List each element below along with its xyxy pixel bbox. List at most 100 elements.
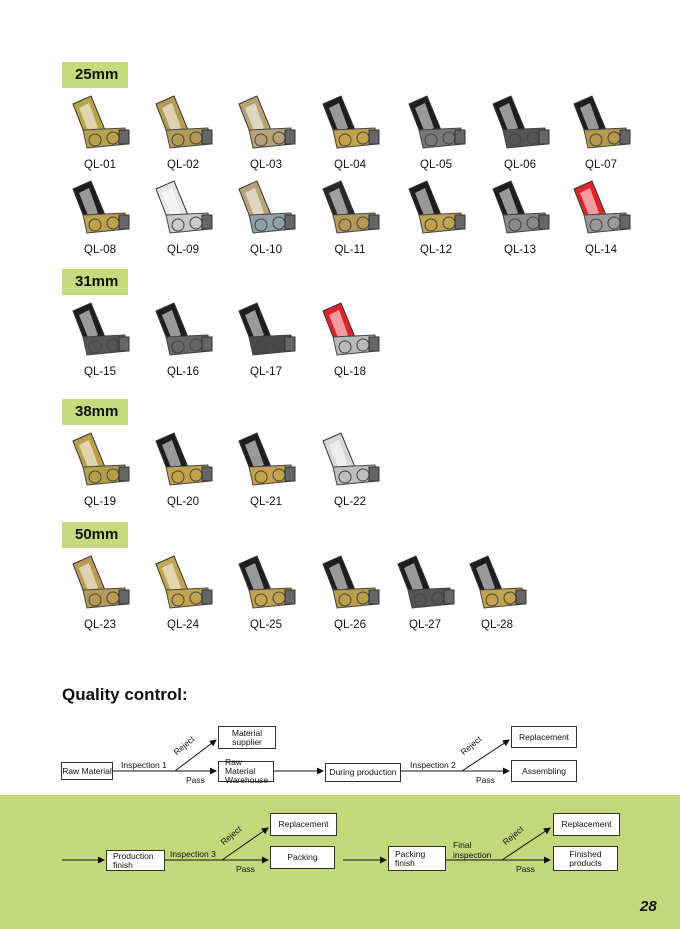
product-ql-25: QL-25 [225,550,307,642]
product-ql-10: QL-10 [225,175,307,267]
ratchet-buckle-image [238,302,296,356]
box-replacement-row2-final: Replacement [553,813,620,836]
product-ql-23: QL-23 [59,550,141,642]
page-number: 28 [640,898,657,915]
arrow-reject-replacement-4 [501,827,551,861]
product-ql-11: QL-11 [309,175,391,267]
box-material-supplier: Material supplier [218,726,276,749]
label-final-inspection: Final inspection [453,840,492,860]
arrow-reject-supplier [174,739,217,772]
arrow-reject-replacement-3 [221,827,269,861]
product-ql-03: QL-03 [225,90,307,182]
product-ql-28: QL-28 [456,550,538,642]
product-ql-20: QL-20 [142,427,224,519]
product-code-label: QL-10 [250,244,282,256]
section-tag-31mm: 31mm [62,269,128,295]
product-ql-01: QL-01 [59,90,141,182]
label-inspection-1: Inspection 1 [121,760,167,770]
ratchet-buckle-image [72,302,130,356]
ratchet-buckle-image [155,180,213,234]
product-code-label: QL-28 [481,619,513,631]
ratchet-buckle-image [72,180,130,234]
ratchet-buckle-image [72,555,130,609]
product-code-label: QL-08 [84,244,116,256]
product-code-label: QL-03 [250,159,282,171]
product-code-label: QL-01 [84,159,116,171]
box-replacement: Replacement [511,726,577,748]
label-pass-2: Pass [476,775,495,785]
product-code-label: QL-02 [167,159,199,171]
product-code-label: QL-18 [334,366,366,378]
product-ql-17: QL-17 [225,297,307,389]
section-tag-25mm: 25mm [62,62,128,88]
label-pass-4: Pass [516,864,535,874]
ratchet-buckle-image [322,555,380,609]
product-code-label: QL-11 [334,244,366,256]
ratchet-buckle-image [322,302,380,356]
product-code-label: QL-09 [167,244,199,256]
product-code-label: QL-22 [334,496,366,508]
product-code-label: QL-27 [409,619,441,631]
box-raw-material-warehouse: Raw Material Warehouse [218,758,274,785]
product-code-label: QL-05 [420,159,452,171]
ratchet-buckle-image [155,95,213,149]
product-ql-08: QL-08 [59,175,141,267]
product-ql-12: QL-12 [395,175,477,267]
product-ql-16: QL-16 [142,297,224,389]
product-code-label: QL-13 [504,244,536,256]
label-inspection-2: Inspection 2 [410,760,456,770]
product-ql-18: QL-18 [309,297,391,389]
box-finished-products: Finished products [553,846,618,871]
product-code-label: QL-06 [504,159,536,171]
ratchet-buckle-image [72,432,130,486]
ratchet-buckle-image [155,432,213,486]
product-ql-24: QL-24 [142,550,224,642]
ratchet-buckle-image [397,555,455,609]
product-code-label: QL-26 [334,619,366,631]
label-pass-3: Pass [236,864,255,874]
product-ql-09: QL-09 [142,175,224,267]
box-replacement-row2: Replacement [270,813,337,836]
label-pass-1: Pass [186,775,205,785]
ratchet-buckle-image [408,180,466,234]
ratchet-buckle-image [469,555,527,609]
section-tag-50mm: 50mm [62,522,128,548]
box-raw-material: Raw Material [61,762,113,780]
product-code-label: QL-23 [84,619,116,631]
ratchet-buckle-image [492,180,550,234]
product-code-label: QL-20 [167,496,199,508]
product-code-label: QL-04 [334,159,366,171]
ratchet-buckle-image [322,95,380,149]
product-ql-15: QL-15 [59,297,141,389]
product-ql-22: QL-22 [309,427,391,519]
product-code-label: QL-21 [250,496,282,508]
box-during-production: During production [325,763,401,782]
product-ql-19: QL-19 [59,427,141,519]
product-ql-04: QL-04 [309,90,391,182]
product-ql-06: QL-06 [479,90,561,182]
ratchet-buckle-image [238,555,296,609]
ratchet-buckle-image [155,302,213,356]
box-packing: Packing [270,846,335,869]
box-packing-finish: Packing finish [388,846,446,871]
ratchet-buckle-image [238,432,296,486]
product-ql-13: QL-13 [479,175,561,267]
label-inspection-3: Inspection 3 [170,849,216,859]
product-code-label: QL-14 [585,244,617,256]
product-code-label: QL-19 [84,496,116,508]
ratchet-buckle-image [238,95,296,149]
ratchet-buckle-image [322,180,380,234]
ratchet-buckle-image [238,180,296,234]
arrow-reject-replacement [461,739,510,772]
quality-control-title: Quality control: [62,685,188,704]
product-ql-14: QL-14 [560,175,642,267]
product-code-label: QL-25 [250,619,282,631]
ratchet-buckle-image [573,180,631,234]
ratchet-buckle-image [322,432,380,486]
product-ql-02: QL-02 [142,90,224,182]
product-ql-26: QL-26 [309,550,391,642]
product-ql-05: QL-05 [395,90,477,182]
product-ql-21: QL-21 [225,427,307,519]
product-code-label: QL-07 [585,159,617,171]
